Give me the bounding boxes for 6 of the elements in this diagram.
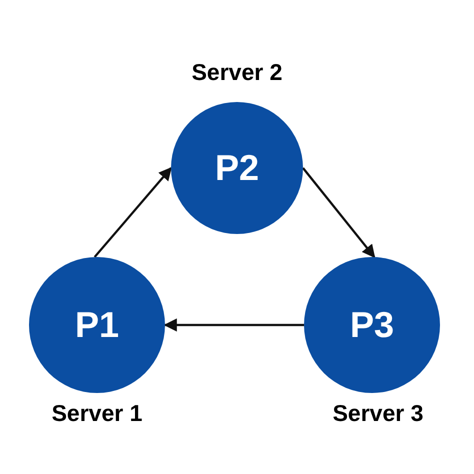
arrow xyxy=(164,318,304,332)
arrow xyxy=(94,167,172,258)
server-label: Server 3 xyxy=(332,398,424,428)
server-label: Server 2 xyxy=(192,58,282,87)
server-label: Server 1 xyxy=(52,398,142,428)
arrow xyxy=(302,167,376,258)
